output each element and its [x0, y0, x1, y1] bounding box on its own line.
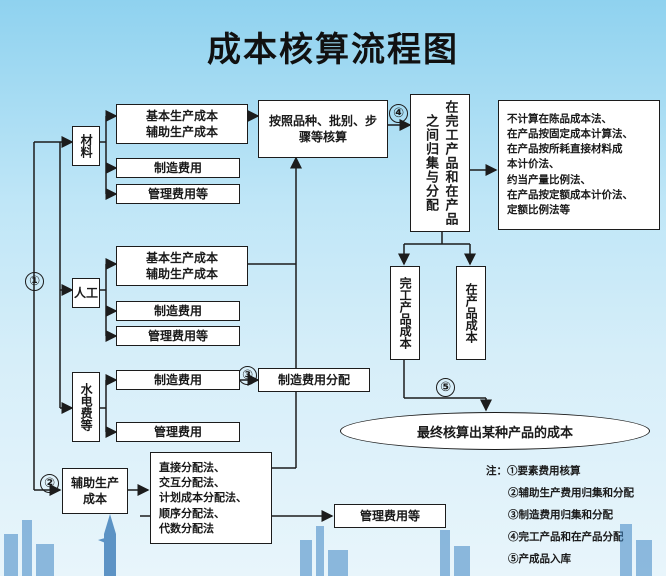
allocation-box: 在完工产品和在产品之间归集与分配: [410, 94, 470, 232]
aux-production-box: 辅助生产成本: [62, 468, 128, 514]
material-mgmt-box: 管理费用等: [116, 184, 240, 204]
final-cost-ellipse: 最终核算出某种产品的成本: [340, 412, 650, 450]
labor-basic-label: 基本生产成本: [145, 250, 218, 265]
material-mfg-label: 制造费用: [153, 160, 202, 175]
material-mfg-box: 制造费用: [116, 158, 240, 178]
utility-label: 水电费等: [79, 383, 94, 431]
methods-box: 不计算在陈品成本法、 在产品按固定成本计算法、 在产品按所耗直接材料成 本计价法…: [498, 100, 660, 230]
labor-mgmt-box: 管理费用等: [116, 326, 240, 346]
labor-mgmt-label: 管理费用等: [147, 328, 208, 343]
method-line: 不计算在陈品成本法、: [507, 112, 612, 125]
allocation-label: 在完工产品和在产品之间归集与分配: [423, 100, 458, 226]
note-item: ③制造费用归集和分配: [508, 509, 613, 521]
aux-mgmt-label: 管理费用等: [359, 508, 420, 523]
method-line: 在产品按固定成本计算法、: [507, 127, 633, 140]
utility-mgmt-box: 管理费用: [116, 422, 240, 442]
method-line: 定额比例法等: [507, 204, 570, 217]
finished-product-label: 完工产品成本: [398, 277, 413, 349]
final-cost-label: 最终核算出某种产品的成本: [416, 425, 573, 441]
step-4-label: ④: [389, 104, 408, 123]
aux-method-line: 交互分配法、: [159, 475, 225, 489]
note-item: ②辅助生产费用归集和分配: [508, 487, 634, 499]
step-5-label: ⑤: [436, 378, 455, 397]
wip-box: 在产品成本: [456, 266, 486, 360]
note-item: ⑤产成品入库: [508, 553, 571, 565]
material-label: 材料: [79, 134, 94, 158]
material-mgmt-label: 管理费用等: [147, 186, 208, 201]
aux-method-line: 代数分配法: [159, 522, 214, 536]
labor-mfg-box: 制造费用: [116, 301, 240, 321]
utility-mfg-label: 制造费用: [153, 372, 202, 387]
utility-mgmt-label: 管理费用: [153, 424, 202, 439]
page-title: 成本核算流程图: [207, 30, 459, 70]
material-aux-label: 辅助生产成本: [145, 125, 218, 139]
labor-aux-label: 辅助生产成本: [145, 267, 218, 281]
aux-production-label: 辅助生产成本: [71, 475, 120, 506]
labor-label: 人工: [73, 285, 98, 300]
labor-box: 人工: [72, 278, 100, 308]
step-2-label: ②: [40, 474, 59, 493]
method-line: 本计价法、: [507, 158, 560, 171]
method-line: 在产品按定额成本计价法、: [507, 188, 633, 201]
finished-product-box: 完工产品成本: [390, 266, 420, 360]
labor-basic-aux-box: 基本生产成本 辅助生产成本: [116, 246, 248, 286]
method-line: 在产品按所耗直接材料成: [507, 143, 623, 156]
step-1-label: ①: [25, 272, 44, 291]
material-basic-aux-box: 基本生产成本 辅助生产成本: [116, 104, 248, 144]
material-basic-label: 基本生产成本: [145, 108, 218, 123]
city-skyline-decoration: [4, 514, 652, 576]
step-3-label: ③: [238, 366, 257, 385]
aux-method-line: 顺序分配法、: [159, 506, 225, 520]
mfg-allocation-box: 制造费用分配: [258, 368, 370, 392]
aux-mgmt-box: 管理费用等: [334, 504, 446, 528]
by-variety-box: 按照品种、批别、步骤等核算: [258, 100, 388, 158]
aux-methods-box: 直接分配法、 交互分配法、 计划成本分配法、 顺序分配法、 代数分配法: [150, 452, 272, 544]
notes-prefix: 注：: [486, 465, 507, 477]
aux-method-line: 计划成本分配法、: [159, 491, 247, 505]
mfg-allocation-label: 制造费用分配: [277, 372, 350, 387]
note-item: ④完工产品和在产品分配: [508, 531, 624, 543]
utility-mfg-box: 制造费用: [116, 370, 240, 390]
material-box: 材料: [72, 126, 100, 166]
utility-box: 水电费等: [72, 372, 100, 442]
by-variety-label: 按照品种、批别、步骤等核算: [268, 113, 377, 144]
note-item: ①要素费用核算: [507, 465, 581, 477]
wip-label: 在产品成本: [464, 283, 479, 343]
notes-legend: 注：①要素费用核算 ②辅助生产费用归集和分配 ③制造费用归集和分配 ④完工产品和…: [486, 460, 664, 570]
labor-mfg-label: 制造费用: [153, 303, 202, 318]
aux-method-line: 直接分配法、: [159, 460, 225, 474]
method-line: 约当产量比例法、: [507, 173, 591, 186]
